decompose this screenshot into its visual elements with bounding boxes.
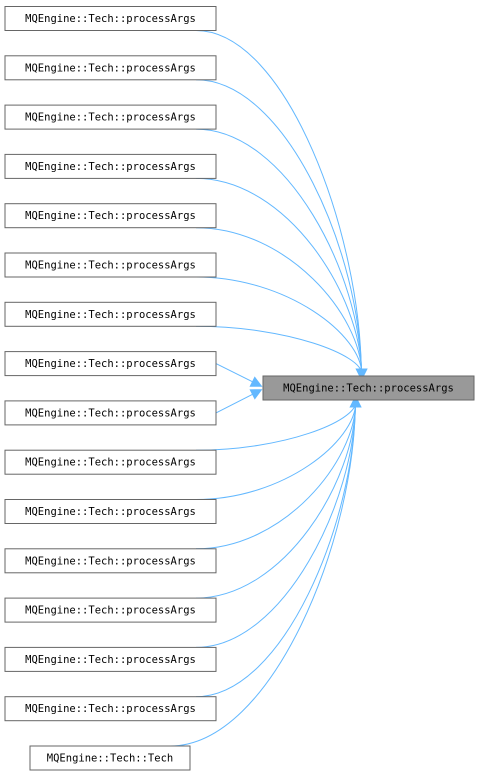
caller-node-7-box (4, 301, 217, 327)
target-node-label: MQEngine::Tech::processArgs (283, 383, 454, 395)
caller-node-2[interactable]: MQEngine::Tech::processArgs (4, 55, 217, 81)
nodes-layer: MQEngine::Tech::processArgsMQEngine::Tec… (4, 6, 475, 771)
caller-node-13[interactable]: MQEngine::Tech::processArgs (4, 597, 217, 623)
caller-node-15-box (4, 696, 217, 722)
caller-node-11-box (4, 499, 217, 524)
caller-node-1-label: MQEngine::Tech::processArgs (25, 13, 196, 25)
caller-node-4-label: MQEngine::Tech::processArgs (25, 161, 196, 173)
caller-node-14[interactable]: MQEngine::Tech::processArgs (4, 646, 217, 672)
call-edge (215, 363, 258, 385)
caller-node-15[interactable]: MQEngine::Tech::processArgs (4, 696, 217, 722)
call-edge (195, 401, 357, 451)
call-edge (195, 401, 357, 500)
arrowhead (249, 389, 263, 400)
call-edge (195, 401, 357, 599)
caller-node-11-label: MQEngine::Tech::processArgs (25, 506, 196, 518)
call-edge (195, 227, 363, 375)
caller-node-5-label: MQEngine::Tech::processArgs (25, 210, 196, 222)
caller-node-12-label: MQEngine::Tech::processArgs (25, 555, 196, 567)
caller-node-5-box (4, 203, 217, 229)
caller-node-3-box (4, 104, 217, 130)
caller-node-2-box (4, 55, 217, 81)
call-edge (195, 401, 356, 648)
caller-node-8-box (4, 351, 217, 377)
caller-node-10-box (4, 449, 217, 475)
caller-node-9-label: MQEngine::Tech::processArgs (25, 407, 196, 419)
call-edge (195, 177, 363, 375)
caller-node-6[interactable]: MQEngine::Tech::processArgs (4, 252, 217, 278)
arrowhead (349, 395, 362, 408)
call-edge (195, 79, 362, 375)
caller-node-4-box (4, 153, 217, 179)
caller-node-4[interactable]: MQEngine::Tech::processArgs (4, 153, 217, 179)
call-edge (195, 30, 362, 375)
caller-node-7[interactable]: MQEngine::Tech::processArgs (4, 301, 217, 327)
target-node-box (262, 375, 475, 401)
caller-node-12[interactable]: MQEngine::Tech::processArgs (4, 548, 217, 574)
caller-node-14-box (4, 646, 217, 672)
caller-node-10[interactable]: MQEngine::Tech::processArgs (4, 449, 217, 475)
caller-node-constructor-box (29, 745, 191, 771)
edges-layer (169, 30, 368, 747)
caller-node-1-box (4, 6, 217, 31)
caller-node-5[interactable]: MQEngine::Tech::processArgs (4, 203, 217, 229)
caller-node-6-box (4, 252, 217, 278)
arrowhead (356, 368, 368, 381)
caller-node-constructor-label: MQEngine::Tech::Tech (47, 753, 173, 765)
caller-node-7-label: MQEngine::Tech::processArgs (25, 309, 196, 321)
call-edge (195, 276, 363, 375)
caller-node-14-label: MQEngine::Tech::processArgs (25, 654, 196, 666)
target-node[interactable]: MQEngine::Tech::processArgs (262, 375, 475, 401)
caller-node-10-label: MQEngine::Tech::processArgs (25, 457, 196, 469)
arrowhead (249, 376, 263, 387)
caller-node-1[interactable]: MQEngine::Tech::processArgs (4, 6, 217, 31)
caller-node-2-label: MQEngine::Tech::processArgs (25, 62, 196, 74)
caller-node-3[interactable]: MQEngine::Tech::processArgs (4, 104, 217, 130)
caller-node-9-box (4, 400, 217, 426)
call-edge (195, 401, 356, 698)
caller-node-13-box (4, 597, 217, 623)
caller-node-6-label: MQEngine::Tech::processArgs (25, 260, 196, 272)
caller-node-11[interactable]: MQEngine::Tech::processArgs (4, 499, 217, 524)
call-edge (195, 325, 363, 375)
call-edge (195, 401, 357, 550)
caller-node-13-label: MQEngine::Tech::processArgs (25, 605, 196, 617)
caller-node-12-box (4, 548, 217, 574)
caller-node-9[interactable]: MQEngine::Tech::processArgs (4, 400, 217, 426)
call-edge (169, 401, 356, 747)
caller-node-8-label: MQEngine::Tech::processArgs (25, 358, 196, 370)
caller-node-15-label: MQEngine::Tech::processArgs (25, 703, 196, 715)
call-edge (195, 128, 362, 375)
caller-node-constructor[interactable]: MQEngine::Tech::Tech (29, 745, 191, 771)
call-edge (215, 391, 258, 414)
caller-node-3-label: MQEngine::Tech::processArgs (25, 112, 196, 124)
caller-node-8[interactable]: MQEngine::Tech::processArgs (4, 351, 217, 377)
